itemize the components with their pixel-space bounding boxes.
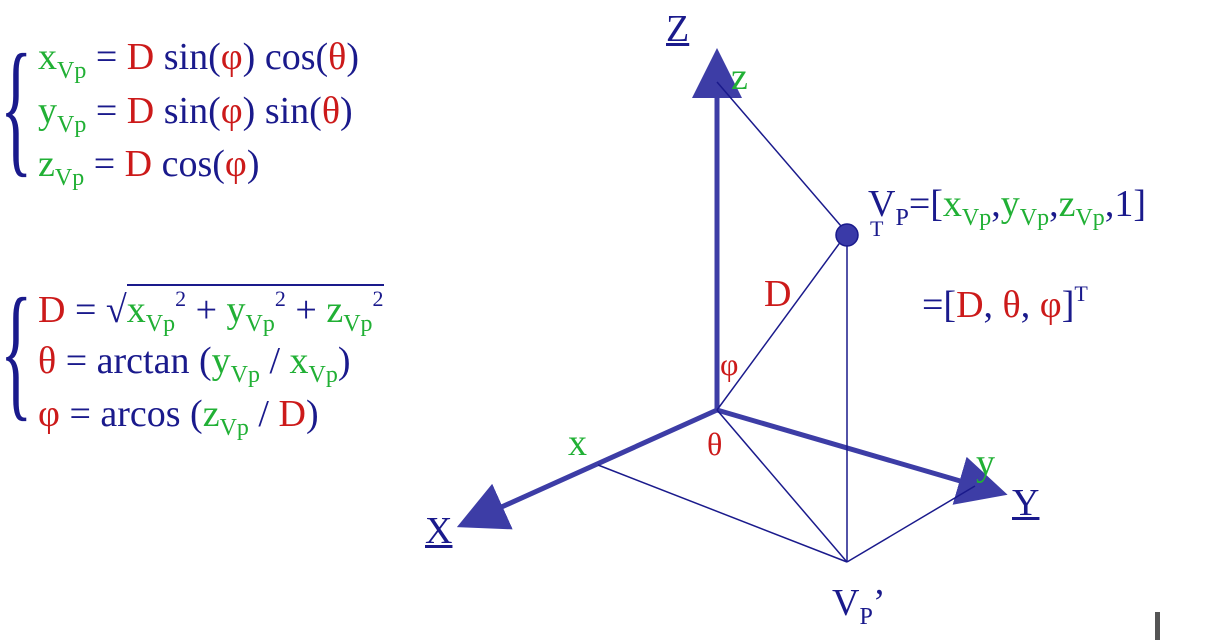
x-axis [456, 407, 719, 530]
point-transpose-marker: T [870, 216, 884, 241]
label-phi: φ [720, 346, 739, 382]
x-to-projection-line [597, 464, 848, 563]
point-vp-spherical: =[D, θ, φ]T [922, 281, 1088, 326]
eq-d-magnitude: D = √xVp2 + yVp2 + zVp2 [38, 284, 384, 337]
axis-label-x: X [425, 510, 453, 552]
eq-y-spherical: yVp = D sin(φ) sin(θ) [38, 90, 353, 138]
axis-label-y: Y [1012, 482, 1040, 524]
projection-label-x: x [568, 422, 587, 464]
label-d: D [764, 273, 792, 315]
label-theta: θ [707, 426, 723, 462]
text-cursor [1155, 612, 1160, 640]
eq-x-spherical: xVp = D sin(φ) cos(θ) [38, 36, 359, 84]
y-to-projection-line [846, 485, 976, 563]
sqrt-radicand: xVp2 + yVp2 + zVp2 [126, 284, 384, 337]
point-vp [835, 223, 859, 247]
projection-label-y: y [976, 442, 995, 484]
system2-brace: { [0, 268, 33, 434]
eq-z-spherical: zVp = D cos(φ) [38, 143, 260, 191]
system1-brace: { [0, 24, 33, 190]
y-axis [716, 407, 1008, 505]
projection-label-z: z [731, 56, 748, 98]
projection-point-label: VP’ [832, 582, 886, 630]
origin-to-projection-line [716, 409, 848, 563]
axis-label-z: Z [666, 8, 690, 50]
z-projection-line [716, 81, 848, 234]
eq-phi-arcos: φ = arcos (zVp / D) [38, 393, 319, 441]
d-vector [716, 232, 848, 411]
point-vp-coordinates: VP=[xVp,yVp,zVp,1] [868, 183, 1146, 231]
eq-theta-arctan: θ = arctan (yVp / xVp) [38, 340, 351, 388]
